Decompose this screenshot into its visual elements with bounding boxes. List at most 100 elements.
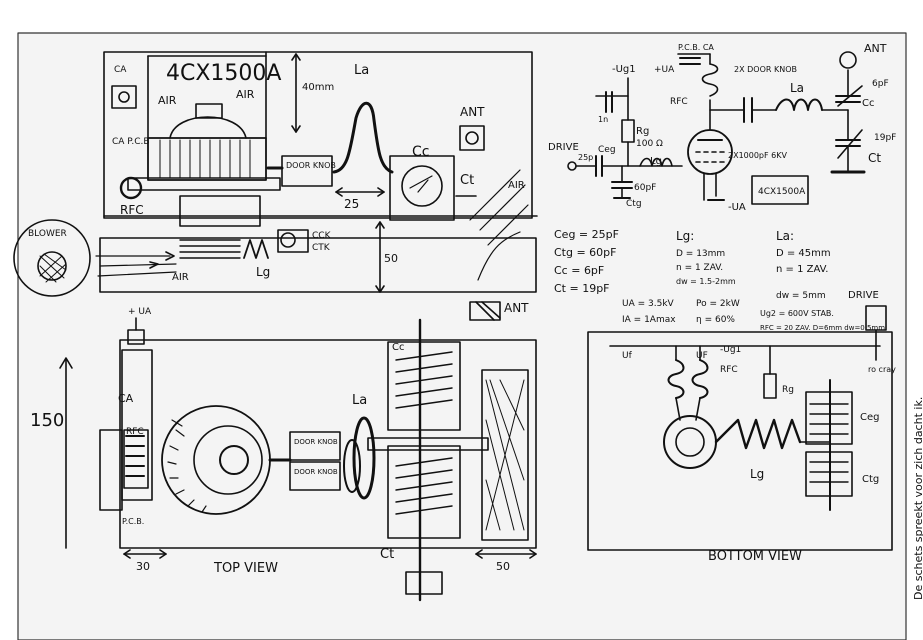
spec-ct: Ct = 19pF — [554, 282, 610, 295]
spec-cc: Cc = 6pF — [554, 264, 604, 277]
rfc-label-top: RFC — [126, 427, 144, 437]
door-knob-label-side: DOOR KNOB — [286, 161, 336, 170]
spec-la-n: n = 1 ZAV. — [776, 264, 828, 275]
top-view-chassis — [119, 339, 537, 549]
ant-symbol — [839, 51, 857, 69]
spec-eta: η = 60% — [696, 315, 735, 325]
spec-lg-title: Lg: — [676, 229, 694, 243]
top-view-title: TOP VIEW — [213, 561, 278, 576]
lg-coil-side — [179, 239, 241, 259]
cc-label-top: Cc — [392, 342, 404, 353]
spec-rfc: RFC = 20 ZAV. D=6mm dw=0.5mm — [760, 324, 885, 332]
drive-label-2: DRIVE — [848, 290, 879, 301]
side-view-chassis — [103, 51, 533, 219]
blower-circle — [13, 219, 91, 297]
ct-value-label: 19pF — [874, 133, 896, 143]
spec-ug2: Ug2 = 600V STAB. — [760, 309, 834, 318]
drive-label: DRIVE — [548, 142, 579, 153]
spec-ceg: Ceg = 25pF — [554, 228, 619, 241]
ctg-value-label: 60pF — [634, 183, 656, 193]
ct-label-schematic: Ct — [868, 151, 881, 165]
dim-50b-label: 50 — [496, 560, 510, 573]
ceg-label-bottom: Ceg — [860, 412, 879, 423]
rg-value-label: 100 Ω — [636, 139, 663, 149]
bottom-view-chassis — [587, 331, 893, 551]
air-label-right: AIR — [508, 180, 525, 191]
spec-ua: UA = 3.5kV — [622, 299, 675, 309]
pcb-label-top: P.C.B. — [122, 517, 144, 526]
tube-label-box — [751, 175, 809, 205]
door-knob-small-label: 2X DOOR KNOB — [734, 65, 797, 74]
door-knob-block — [281, 155, 333, 187]
rfc-label-side: RFC — [120, 203, 144, 217]
spec-ia: IA = 1Amax — [622, 315, 676, 325]
tube-anode-cooler — [147, 137, 267, 181]
uf-label-bottom: Uf — [622, 351, 633, 361]
la-label-side: La — [354, 63, 369, 78]
door-knob-top-2 — [289, 461, 341, 491]
la-label-top: La — [352, 393, 367, 408]
ceg-label-schematic: Ceg — [598, 145, 616, 155]
ant-connector — [459, 125, 485, 151]
plus-ua-label: +UA — [654, 65, 675, 75]
ct-label-side: Ct — [460, 173, 474, 188]
ca-label-side: CA — [114, 65, 127, 75]
spec-ctg: Ctg = 60pF — [554, 246, 617, 259]
ct-label-top: Ct — [380, 547, 394, 562]
spec-lg-d: D = 13mm — [676, 249, 725, 259]
ant-label-top: ANT — [504, 301, 529, 315]
dim-25-label: 25 — [344, 197, 359, 211]
door-knob-label-top: DOOR KNOB — [294, 438, 338, 446]
dim-150-label: 150 — [30, 410, 64, 431]
lg-coil-bottom — [714, 418, 802, 450]
ca-capacitor — [111, 85, 137, 109]
ant-label-side: ANT — [460, 105, 485, 119]
ctg-label-bottom: Ctg — [862, 474, 879, 485]
c25p-label: 25p — [578, 153, 593, 162]
tube-box-label: 4CX1500A — [758, 187, 806, 197]
blower-label: BLOWER — [28, 229, 67, 239]
air-label-bottom: AIR — [172, 272, 189, 283]
ca-label-top: CA — [118, 392, 134, 405]
la-coil-top — [352, 416, 376, 500]
spec-lg-dw: dw = 1.5-2mm — [676, 277, 736, 286]
ug1-label: -Ug1 — [612, 64, 636, 75]
rfc-symbol — [701, 63, 719, 97]
rg-label-bottom: Rg — [782, 385, 794, 395]
c1n-label: 1n — [598, 115, 608, 124]
ua-plus-label: + UA — [128, 307, 152, 317]
coupling-cap-label: 2X1000pF 6KV — [728, 151, 787, 160]
dim-30-label: 30 — [136, 560, 150, 573]
top-view — [59, 301, 537, 602]
bottom-view — [587, 305, 893, 551]
ro-cray-label: ro cray — [868, 365, 896, 374]
cc-label-schematic: Cc — [862, 98, 874, 109]
spec-lg-n: n = 1 ZAV. — [676, 263, 723, 273]
ant-label-schematic: ANT — [864, 42, 887, 55]
door-knob-label-top-2: DOOR KNOB — [294, 468, 338, 476]
lg-label-side: Lg — [256, 265, 270, 279]
cc-box — [389, 155, 455, 221]
dim-40-label: 40mm — [302, 82, 334, 93]
cck-label: CCK — [312, 231, 332, 241]
lg-label-bottom: Lg — [750, 467, 764, 481]
spec-la-title: La: — [776, 229, 794, 243]
spec-po: Po = 2kW — [696, 299, 740, 309]
ct-capacitor-top — [387, 445, 461, 539]
tube-socket-bar — [127, 177, 281, 191]
la-coil-side — [332, 101, 394, 174]
ca-pcb-small-label: P.C.B. CA — [678, 43, 714, 52]
tube-title: 4CX1500A — [166, 61, 281, 86]
rg-label: Rg — [636, 126, 649, 137]
ctg-label-schematic: Ctg — [626, 199, 642, 209]
cc-value-label: 6pF — [872, 79, 889, 89]
lg-label-schematic: Lg — [650, 156, 662, 167]
cc-capacitor-top — [387, 341, 461, 431]
uf-label-bottom-2: UF — [696, 351, 708, 361]
air-label-1: AIR — [158, 94, 177, 107]
lower-compartment — [99, 237, 537, 293]
ug1-label-bottom: -Ug1 — [720, 345, 741, 355]
tube-dome — [169, 116, 247, 139]
bottom-view-title: BOTTOM VIEW — [708, 549, 802, 564]
